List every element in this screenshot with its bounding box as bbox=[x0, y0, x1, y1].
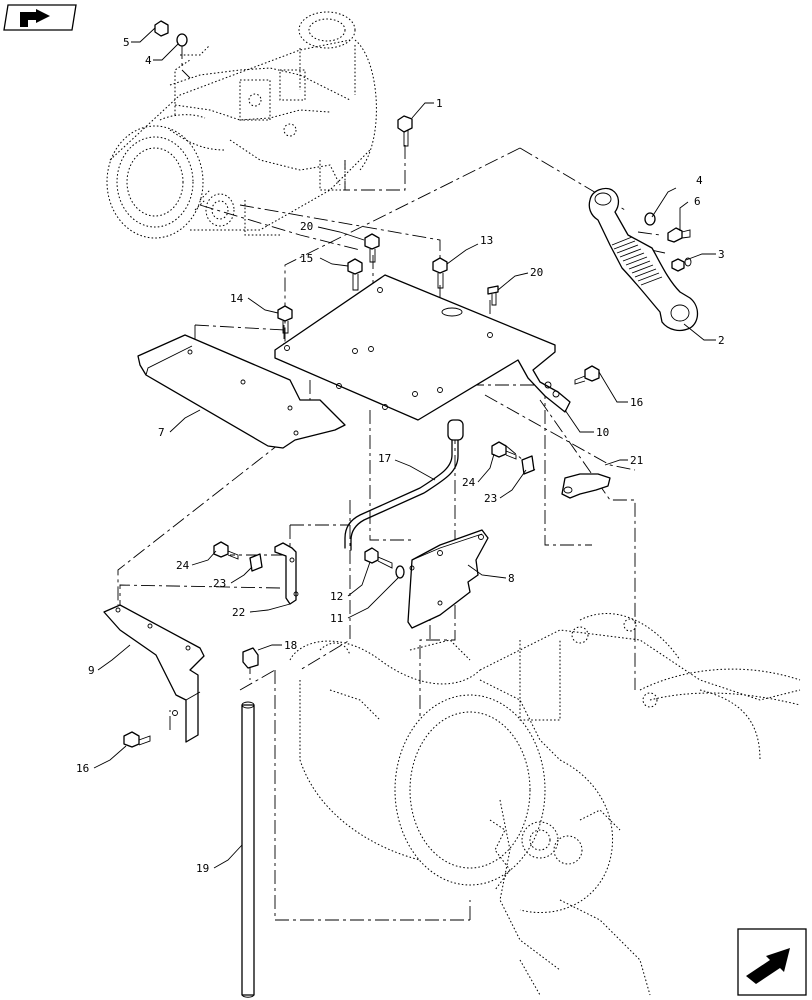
callout-20-right: 20 bbox=[530, 266, 543, 279]
callout-12: 12 bbox=[330, 590, 343, 603]
callout-4-top: 4 bbox=[145, 54, 152, 67]
callout-15: 15 bbox=[300, 252, 313, 265]
callout-11: 11 bbox=[330, 612, 343, 625]
back-nav-icon[interactable] bbox=[3, 4, 77, 31]
clamp-part-21 bbox=[561, 473, 611, 499]
exhaust-aftertreatment-unit bbox=[106, 11, 377, 239]
callout-7: 7 bbox=[158, 426, 165, 439]
callout-1: 1 bbox=[436, 97, 443, 110]
callout-5: 5 bbox=[123, 36, 130, 49]
callout-16-left: 16 bbox=[76, 762, 89, 775]
mounting-plate-part-10 bbox=[274, 274, 571, 421]
callout-4-right: 4 bbox=[696, 174, 703, 187]
callout-labels: 1 5 4 4 6 3 2 20 15 13 20 14 16 10 7 17 … bbox=[76, 36, 725, 875]
callout-23-left: 23 bbox=[213, 577, 226, 590]
next-nav-icon[interactable] bbox=[737, 928, 807, 996]
callout-20-left: 20 bbox=[300, 220, 313, 233]
leader-lines bbox=[93, 27, 716, 869]
back-button[interactable] bbox=[6, 4, 76, 32]
callout-10: 10 bbox=[596, 426, 609, 439]
tube-part-17 bbox=[344, 419, 464, 551]
next-button[interactable] bbox=[737, 928, 807, 996]
callout-19: 19 bbox=[196, 862, 209, 875]
callout-2: 2 bbox=[718, 334, 725, 347]
bracket-part-22 bbox=[274, 542, 299, 605]
callout-18: 18 bbox=[284, 639, 297, 652]
heat-shield-part-7 bbox=[137, 334, 346, 449]
callout-14: 14 bbox=[230, 292, 244, 305]
bracket-part-8 bbox=[407, 529, 489, 629]
callout-3: 3 bbox=[718, 248, 725, 261]
engine-block bbox=[289, 613, 801, 996]
callout-13: 13 bbox=[480, 234, 493, 247]
callout-24-left: 24 bbox=[176, 559, 190, 572]
fasteners bbox=[123, 20, 692, 748]
rod-part-19 bbox=[241, 701, 255, 998]
clip-part-18 bbox=[242, 647, 259, 669]
callout-23-right: 23 bbox=[484, 492, 497, 505]
callout-21: 21 bbox=[630, 454, 643, 467]
callout-16-right: 16 bbox=[630, 396, 643, 409]
callout-6: 6 bbox=[694, 195, 701, 208]
callout-17: 17 bbox=[378, 452, 391, 465]
callout-9: 9 bbox=[88, 664, 95, 677]
exhaust-pipe-part-2 bbox=[588, 187, 699, 332]
callout-22: 22 bbox=[232, 606, 245, 619]
bracket-part-9 bbox=[103, 604, 205, 743]
callout-8: 8 bbox=[508, 572, 515, 585]
callout-24-right: 24 bbox=[462, 476, 476, 489]
